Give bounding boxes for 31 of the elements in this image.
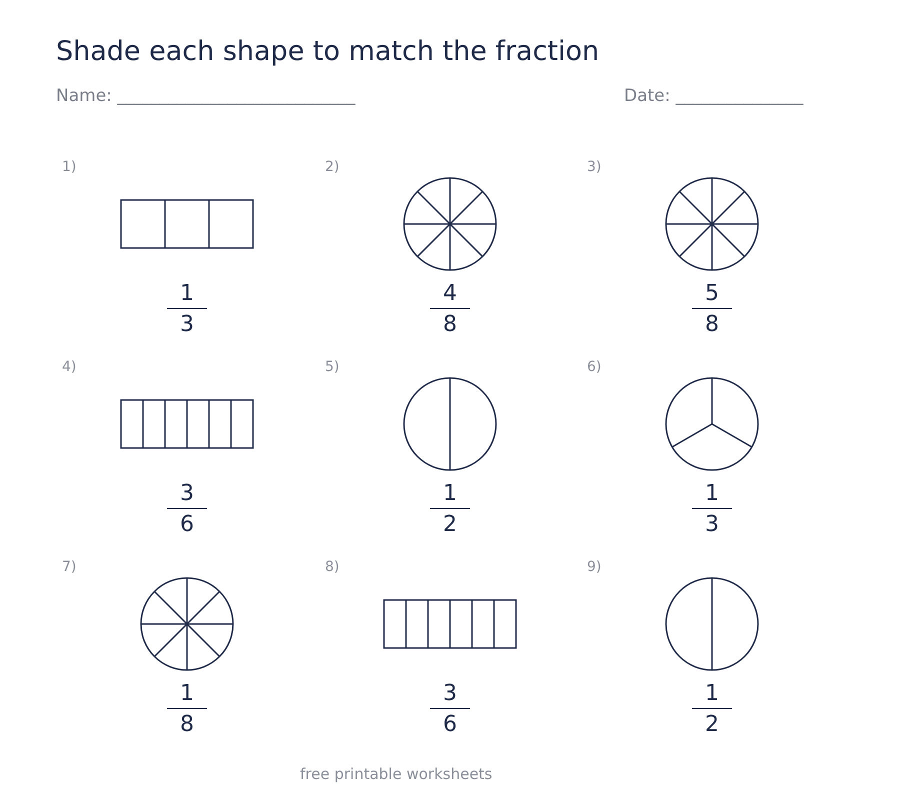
problem-number: 8) xyxy=(325,559,340,575)
problem-number: 7) xyxy=(62,559,76,575)
name-field: Name: ____________________________ xyxy=(56,86,356,106)
denominator: 8 xyxy=(442,311,458,339)
denominator: 6 xyxy=(442,711,458,739)
problem-number: 4) xyxy=(62,359,76,375)
numerator: 1 xyxy=(167,280,207,309)
numerator: 1 xyxy=(430,480,470,509)
denominator: 8 xyxy=(179,711,195,739)
problem-number: 6) xyxy=(587,359,602,375)
numerator: 4 xyxy=(430,280,470,309)
numerator: 3 xyxy=(430,680,470,709)
denominator: 2 xyxy=(704,711,720,739)
date-field: Date: _______________ xyxy=(624,86,804,106)
denominator: 2 xyxy=(442,511,458,539)
numerator: 5 xyxy=(692,280,732,309)
denominator: 3 xyxy=(179,311,195,339)
numerator: 1 xyxy=(692,480,732,509)
problem-number: 2) xyxy=(325,159,340,175)
denominator: 8 xyxy=(704,311,720,339)
problem-number: 1) xyxy=(62,159,76,175)
problem-number: 9) xyxy=(587,559,602,575)
numerator: 1 xyxy=(167,680,207,709)
footer-text: free printable worksheets xyxy=(300,765,492,783)
title: Shade each shape to match the fraction xyxy=(56,36,600,67)
numerator: 3 xyxy=(167,480,207,509)
problem-number: 5) xyxy=(325,359,340,375)
denominator: 6 xyxy=(179,511,195,539)
problem-number: 3) xyxy=(587,159,602,175)
numerator: 1 xyxy=(692,680,732,709)
denominator: 3 xyxy=(704,511,720,539)
